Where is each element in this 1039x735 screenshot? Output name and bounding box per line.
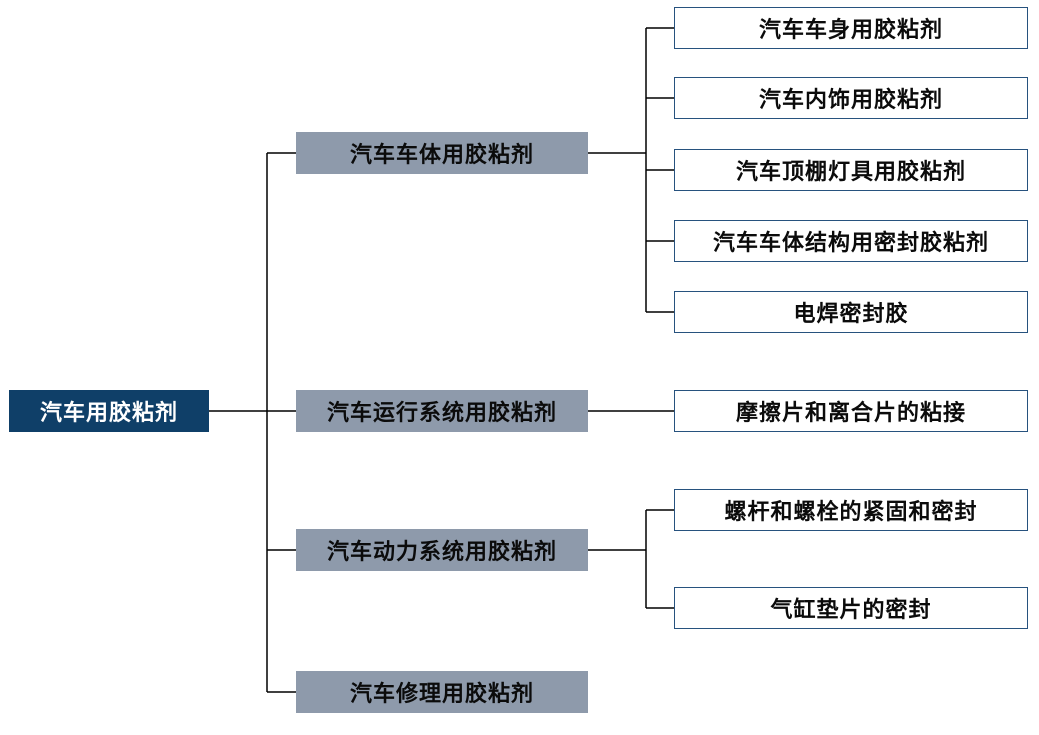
leaf-node-friction-clutch-bonding: 摩擦片和离合片的粘接 <box>674 390 1028 432</box>
category-node-body: 汽车车体用胶粘剂 <box>296 132 588 174</box>
category-node-running-system: 汽车运行系统用胶粘剂 <box>296 390 588 432</box>
leaf-node-cylinder-gasket-sealing: 气缸垫片的密封 <box>674 587 1028 629</box>
leaf-node-interior-adhesive: 汽车内饰用胶粘剂 <box>674 77 1028 119</box>
category-node-repair: 汽车修理用胶粘剂 <box>296 671 588 713</box>
leaf-node-body-adhesive: 汽车车身用胶粘剂 <box>674 7 1028 49</box>
root-node: 汽车用胶粘剂 <box>9 390 209 432</box>
leaf-node-headliner-lamp-adhesive: 汽车顶棚灯具用胶粘剂 <box>674 149 1028 191</box>
leaf-node-bolt-fastening-sealing: 螺杆和螺栓的紧固和密封 <box>674 489 1028 531</box>
leaf-node-structural-sealant: 汽车车体结构用密封胶粘剂 <box>674 220 1028 262</box>
category-node-power-system: 汽车动力系统用胶粘剂 <box>296 529 588 571</box>
leaf-node-weld-sealant: 电焊密封胶 <box>674 291 1028 333</box>
